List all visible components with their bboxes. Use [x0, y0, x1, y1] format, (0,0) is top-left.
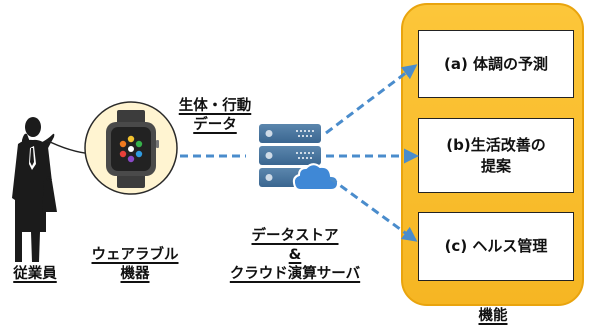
datastore-label-line2: &	[288, 247, 302, 263]
function-label-b: (b)生活改善の 提案	[446, 135, 546, 175]
datastore-label: データストア & クラウド演算サーバ	[200, 227, 390, 284]
wearable-label-line2: 機器	[120, 266, 150, 282]
employee-label-text: 従業員	[13, 266, 57, 282]
arrow-to-function-a	[325, 64, 418, 135]
arrow-to-function-c	[329, 176, 418, 242]
wearable-label: ウェアラブル 機器	[80, 246, 190, 284]
function-label-a: (a) 体調の予測	[443, 54, 549, 73]
bio-data-label-line2: データ	[193, 117, 237, 133]
wearable-label-line1: ウェアラブル	[91, 247, 179, 263]
functions-label-text: 機能	[478, 308, 508, 324]
bio-data-label-line1: 生体・行動	[178, 98, 252, 114]
smartwatch-icon	[106, 110, 159, 188]
functions-label: 機能	[462, 307, 524, 326]
function-label-c: (c) ヘルス管理	[444, 237, 548, 255]
businessman-icon	[12, 117, 57, 262]
datastore-label-line3: クラウド演算サーバ	[229, 266, 361, 282]
cloud-icon	[292, 163, 340, 191]
employee-label: 従業員	[2, 265, 68, 284]
bio-data-label: 生体・行動 データ	[168, 97, 262, 135]
function-box-c: (c) ヘルス管理	[418, 212, 574, 281]
function-box-b: (b)生活改善の 提案	[418, 118, 574, 193]
function-box-a: (a) 体調の予測	[418, 30, 574, 98]
datastore-label-line1: データストア	[251, 228, 339, 244]
